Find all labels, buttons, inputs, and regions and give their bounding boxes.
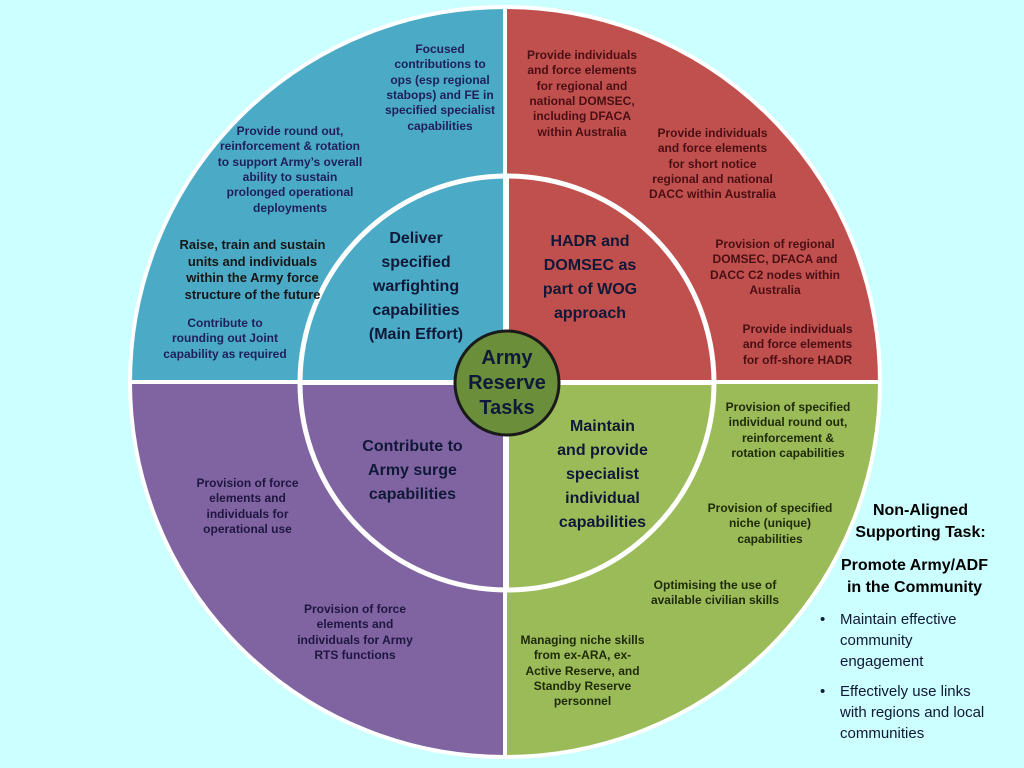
outer-label-green-3: Optimising the use of available civilian… bbox=[650, 578, 780, 608]
center-title: Army Reserve Tasks bbox=[468, 347, 546, 419]
side-bullet-text-1: Maintain effective community engagement bbox=[840, 611, 957, 670]
outer-label-blue-2: Provide round out, reinforcement & rotat… bbox=[217, 124, 363, 215]
outer-label-purple-1: Provision of force elements and individu… bbox=[196, 476, 299, 537]
inner-label-specialist: Maintain and provide specialist individu… bbox=[557, 418, 648, 531]
outer-label-red-3: Provision of regional DOMSEC, DFACA and … bbox=[709, 237, 840, 298]
inner-label-surge: Contribute to Army surge capabilities bbox=[362, 438, 463, 503]
list-item: • Maintain effective community engagement bbox=[812, 610, 1017, 672]
outer-label-blue-3: Raise, train and sustain units and indiv… bbox=[179, 237, 326, 302]
outer-label-green-4: Managing niche skills from ex-ARA, ex- A… bbox=[520, 633, 645, 709]
side-bullet-text-2: Effectively use links with regions and l… bbox=[840, 683, 985, 742]
outer-label-green-2: Provision of specified niche (unique) ca… bbox=[707, 501, 833, 546]
center-hub bbox=[453, 329, 561, 437]
inner-ring-border bbox=[297, 173, 717, 593]
outer-label-red-4: Provide individuals and force elements f… bbox=[742, 322, 853, 367]
list-item: • Effectively use links with regions and … bbox=[812, 682, 1017, 744]
side-bullet-list: • Maintain effective community engagement… bbox=[812, 610, 1017, 744]
outer-label-red-1: Provide individuals and force elements f… bbox=[526, 48, 638, 139]
outer-label-blue-4: Contribute to rounding out Joint capabil… bbox=[163, 316, 287, 361]
outer-label-green-1: Provision of specified individual round … bbox=[725, 400, 851, 461]
bullet-icon: • bbox=[820, 611, 826, 629]
inner-label-hadr-domsec: HADR and DOMSEC as part of WOG approach bbox=[542, 233, 638, 322]
outer-label-blue-1: Focused contributions to ops (esp region… bbox=[384, 42, 496, 133]
side-heading-supporting-task: Non-Aligned Supporting Task: bbox=[855, 502, 986, 541]
side-heading-promote: Promote Army/ADF in the Community bbox=[841, 557, 988, 596]
bullet-icon: • bbox=[820, 683, 826, 701]
outer-label-red-2: Provide individuals and force elements f… bbox=[649, 126, 776, 202]
outer-label-purple-2: Provision of force elements and individu… bbox=[297, 602, 413, 663]
inner-label-warfighting: Deliver specified warfighting capabiliti… bbox=[368, 230, 464, 343]
non-aligned-task-panel: Non-Aligned Supporting Task: Promote Arm… bbox=[812, 500, 1017, 755]
